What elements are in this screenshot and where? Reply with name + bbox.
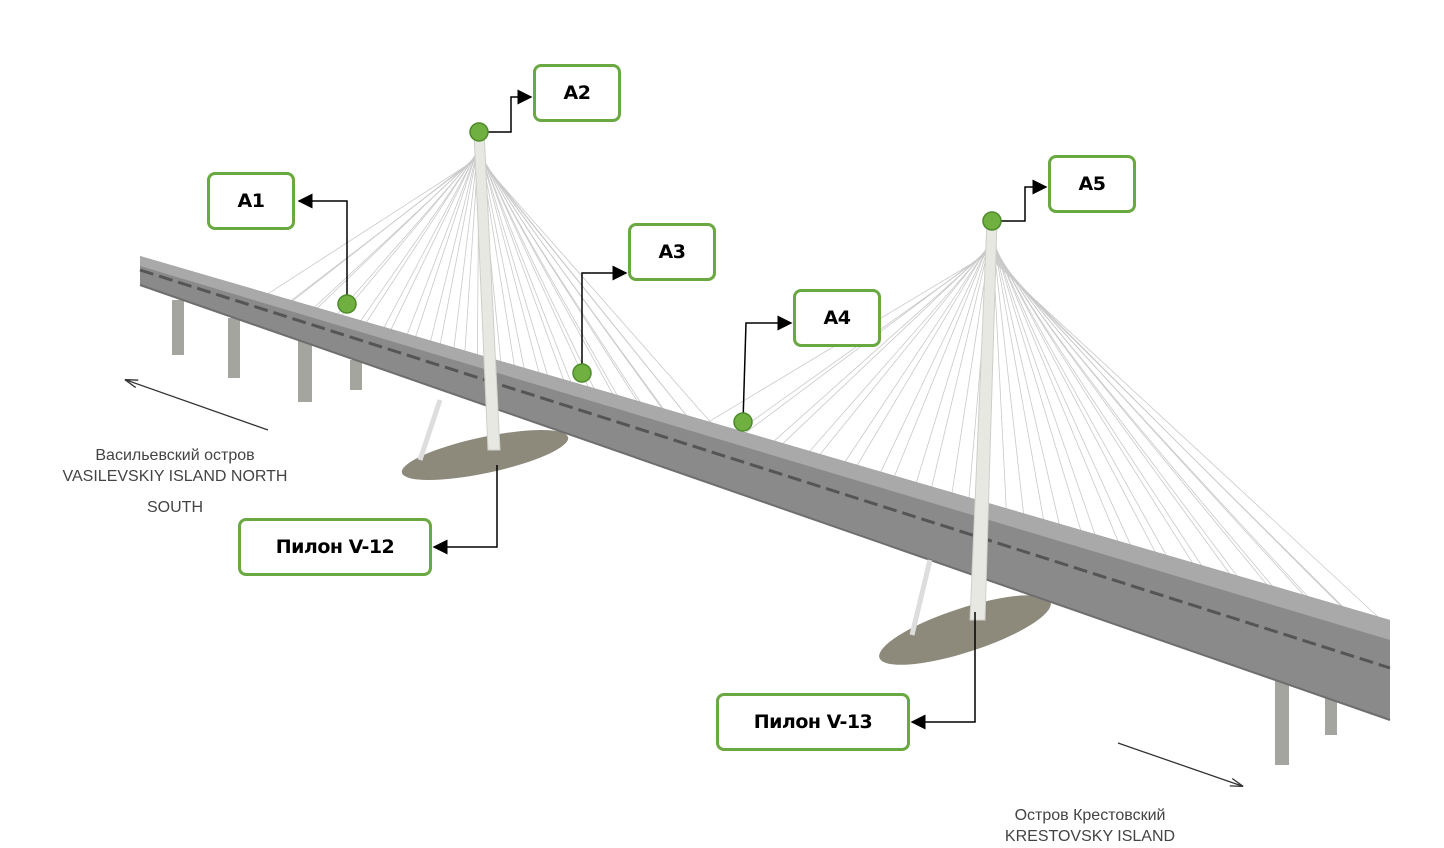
stay-cable bbox=[387, 147, 480, 337]
stay-cable bbox=[361, 149, 480, 329]
stay-cable bbox=[991, 254, 1333, 624]
stay-cable bbox=[991, 236, 1103, 557]
stay-cable bbox=[833, 240, 993, 479]
stay-cable bbox=[910, 234, 993, 501]
sensor-label-a2[interactable]: A2 bbox=[533, 64, 621, 122]
stay-cable bbox=[929, 232, 993, 495]
west-name-en: VASILEVSKIY ISLAND NORTH bbox=[62, 468, 288, 485]
direction-arrows bbox=[126, 380, 1242, 786]
stay-cable bbox=[478, 146, 568, 389]
stay-cable bbox=[814, 241, 993, 461]
stay-cable bbox=[425, 144, 480, 360]
bridge-deck bbox=[139, 256, 1391, 721]
stay-cable bbox=[991, 238, 1123, 551]
stay-cable bbox=[991, 245, 1218, 590]
stay-cable bbox=[349, 150, 480, 338]
stay-cable bbox=[991, 239, 1142, 568]
stay-cable bbox=[478, 155, 682, 434]
west-name-south: SOUTH bbox=[147, 499, 203, 516]
stay-cable bbox=[374, 148, 480, 345]
stay-cable bbox=[478, 143, 529, 390]
arrow-east bbox=[1117, 742, 1242, 786]
stay-cable bbox=[478, 144, 542, 381]
stay-cable bbox=[991, 242, 1180, 579]
pylons bbox=[417, 131, 998, 636]
stay-cable bbox=[478, 151, 631, 420]
stay-cable bbox=[872, 237, 993, 490]
stay-cables bbox=[259, 140, 1391, 635]
stay-cable bbox=[891, 235, 993, 484]
stay-cable bbox=[478, 148, 593, 396]
stay-cable bbox=[776, 244, 993, 450]
sensor-dot-a5[interactable] bbox=[982, 211, 1002, 231]
stay-cable bbox=[757, 246, 993, 457]
connectors bbox=[297, 89, 1048, 730]
stay-cable bbox=[991, 259, 1391, 629]
sensor-label-a4[interactable]: A4 bbox=[793, 289, 881, 347]
stay-cable bbox=[991, 258, 1372, 635]
east-name-ru: Остров Крестовский bbox=[1014, 807, 1166, 824]
stay-cable bbox=[991, 233, 1065, 546]
stay-cable bbox=[478, 145, 555, 397]
east-name-en: KRESTOVSKY ISLAND bbox=[1004, 828, 1176, 845]
sensor-dot-a3[interactable] bbox=[572, 363, 592, 383]
stay-cable bbox=[991, 248, 1257, 602]
sensor-dot-a1[interactable] bbox=[337, 294, 357, 314]
piers bbox=[172, 300, 1337, 765]
arrow-west bbox=[126, 380, 269, 431]
stay-cable bbox=[991, 251, 1295, 613]
stay-cable bbox=[285, 155, 480, 307]
stay-cable bbox=[478, 153, 657, 427]
west-name-ru: Васильевский остров bbox=[95, 447, 255, 464]
stay-cable bbox=[478, 147, 580, 405]
sensor-label-a1[interactable]: A1 bbox=[207, 172, 295, 230]
sensor-dot-a4[interactable] bbox=[733, 412, 753, 432]
pylon-label-v13[interactable]: Пилон V-13 bbox=[716, 693, 910, 751]
pylon-label-v12[interactable]: Пилон V-12 bbox=[238, 518, 432, 576]
pylon-foundations bbox=[401, 430, 1051, 665]
sensor-dot-a2[interactable] bbox=[469, 122, 489, 142]
stay-cable bbox=[991, 235, 1084, 539]
sensor-dots bbox=[337, 122, 1002, 432]
stay-cable bbox=[259, 157, 480, 300]
stay-cable bbox=[478, 158, 708, 442]
stay-cable bbox=[795, 243, 993, 468]
sensor-label-a5[interactable]: A5 bbox=[1048, 155, 1136, 213]
stay-cable bbox=[438, 143, 480, 352]
west-direction-caption: Васильевский остров VASILEVSKIY ISLAND N… bbox=[50, 445, 300, 518]
stay-cable bbox=[310, 153, 480, 315]
stay-cable bbox=[991, 241, 1161, 562]
stay-cable bbox=[991, 253, 1314, 606]
stay-cable bbox=[991, 230, 1027, 534]
east-direction-caption: Остров Крестовский KRESTOVSKY ISLAND bbox=[985, 805, 1195, 847]
stay-cable bbox=[412, 145, 480, 344]
stay-cable bbox=[400, 146, 480, 353]
stay-cable bbox=[991, 232, 1046, 528]
sensor-label-a3[interactable]: A3 bbox=[628, 223, 716, 281]
stay-cable bbox=[852, 238, 993, 472]
stay-cable bbox=[478, 159, 721, 434]
stay-cable bbox=[336, 151, 480, 322]
stay-cable bbox=[451, 142, 480, 367]
